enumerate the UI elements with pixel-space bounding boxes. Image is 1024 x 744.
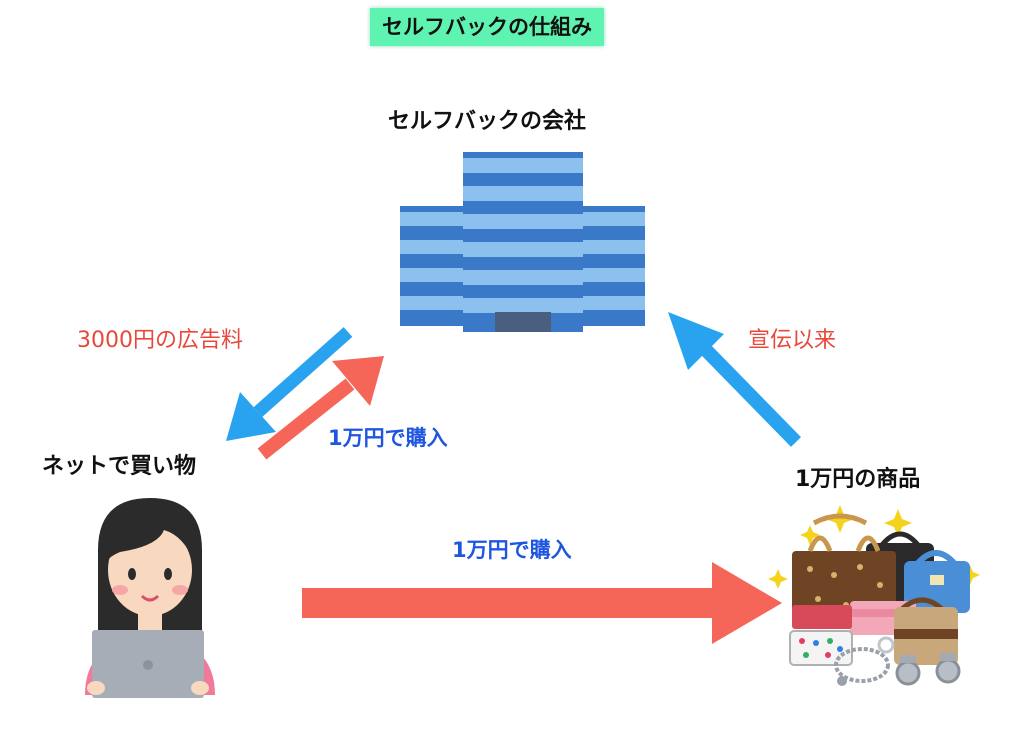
purchase-to-product-label: 1万円で購入: [452, 538, 572, 562]
ad-fee-arrow: [226, 327, 353, 441]
product-label: 1万円の商品: [795, 467, 921, 492]
luxury-goods-icon: [768, 505, 980, 686]
advertise-label: 宣伝以来: [748, 328, 837, 353]
purchase-to-company-label: 1万円で購入: [328, 426, 448, 450]
purchase-to-product-arrow: [302, 562, 782, 644]
diagram-title: セルフバックの仕組み: [370, 8, 604, 46]
shopper-with-laptop-icon: [85, 498, 215, 698]
company-building-icon: [400, 152, 645, 332]
company-label: セルフバックの会社: [388, 109, 587, 134]
advertise-arrow: [668, 312, 802, 447]
shopper-label: ネットで買い物: [42, 454, 197, 479]
ad-fee-label: 3000円の広告料: [77, 328, 243, 353]
purchase-to-company-arrow: [257, 356, 384, 460]
